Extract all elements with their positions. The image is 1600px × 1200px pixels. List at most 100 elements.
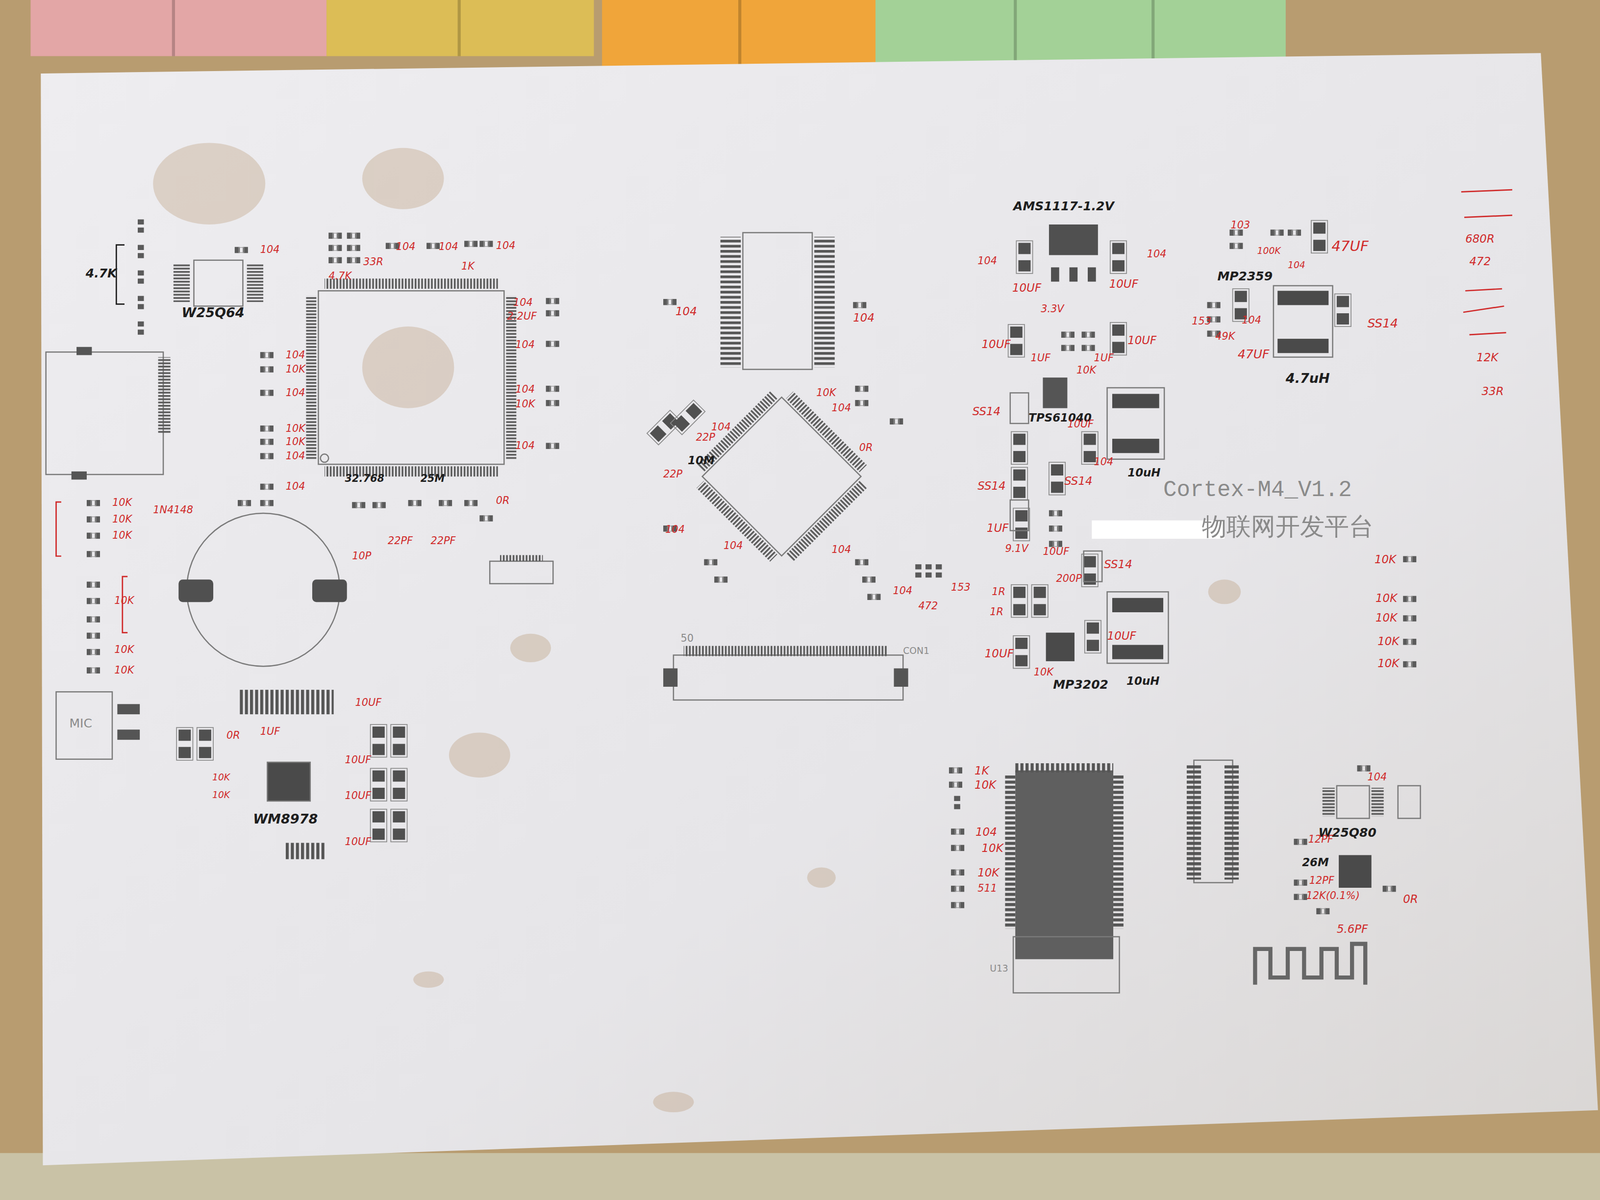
value-note: 49K <box>1215 331 1235 343</box>
board-graphic <box>176 724 407 842</box>
footprint-shape <box>305 296 317 460</box>
value-note: 0R <box>496 496 510 507</box>
pad-pair <box>950 828 965 835</box>
value-note: 10K <box>114 596 134 607</box>
board-graphic <box>1469 332 1507 335</box>
pad-pair <box>347 257 361 264</box>
pad-pair <box>86 550 100 557</box>
pad-pair <box>546 340 560 347</box>
pad-pair <box>1013 508 1030 542</box>
pad-pair <box>935 564 942 578</box>
value-note: 100K <box>1257 247 1281 257</box>
footprint-shape <box>1277 290 1329 305</box>
board-graphic <box>172 0 175 56</box>
value-note: 104 <box>515 339 535 350</box>
pad-pair <box>1049 462 1066 496</box>
value-note: 0R <box>1402 894 1419 906</box>
pad-pair <box>260 438 274 445</box>
value-note: 10K <box>114 665 134 676</box>
footprint-shape <box>55 691 112 759</box>
footprint-shape <box>178 579 214 602</box>
value-note: 10K <box>285 364 306 375</box>
board-graphic <box>652 1091 694 1113</box>
value-note: 153 <box>950 582 971 594</box>
pad-pair <box>137 245 144 259</box>
footprint-shape <box>814 236 835 368</box>
value-note: 10UF <box>1042 547 1070 558</box>
silkscreen-text: U13 <box>989 964 1009 974</box>
value-note: 472 <box>918 600 938 612</box>
board-graphic <box>510 633 551 663</box>
value-note: 103 <box>1230 220 1250 231</box>
footprint-shape <box>285 842 325 859</box>
pad-pair <box>950 901 965 908</box>
value-note: 10K <box>1375 592 1398 604</box>
value-note: 104 <box>396 241 416 252</box>
footprint-shape <box>117 729 140 740</box>
pad-pair <box>390 809 407 843</box>
pad-pair <box>260 500 274 506</box>
board-graphic <box>362 148 445 210</box>
value-note: 200P <box>1055 573 1082 584</box>
value-note: 10K <box>974 779 997 791</box>
pad-pair <box>464 500 478 506</box>
footprint-shape <box>1338 854 1372 888</box>
footprint-shape <box>785 480 867 562</box>
pad-pair <box>86 516 100 523</box>
pad-pair <box>852 301 867 308</box>
pad-pair <box>1061 331 1075 338</box>
pad-pair <box>670 400 706 435</box>
value-note: 104 <box>1287 261 1306 271</box>
value-note: 1R <box>991 586 1006 598</box>
value-note: 104 <box>675 305 698 318</box>
value-note: 10UF <box>1067 419 1094 430</box>
value-note: 104 <box>513 298 533 309</box>
pad-pair <box>1294 838 1308 845</box>
value-note: 10UF <box>984 648 1014 660</box>
footprint-shape <box>267 762 310 801</box>
value-note: 153 <box>1191 316 1212 327</box>
pad-pair <box>390 768 407 801</box>
footprint-shape <box>1371 787 1384 817</box>
pad-pair <box>1031 584 1049 618</box>
footprint-shape <box>1224 765 1239 880</box>
pad-pair <box>86 598 100 604</box>
value-note: 104 <box>285 350 306 361</box>
pad-pair <box>1110 322 1127 356</box>
value-note: 104 <box>285 387 306 399</box>
board-graphic <box>1465 288 1502 291</box>
value-note: 10UF <box>345 754 372 766</box>
pad-pair <box>438 500 452 506</box>
value-note: 4.7K <box>328 271 352 282</box>
value-note: 5.6PF <box>1336 923 1368 935</box>
value-note: 3.3V <box>1040 303 1064 315</box>
pad-pair <box>86 616 100 623</box>
pad-pair <box>1402 638 1417 645</box>
value-note: 104 <box>665 524 685 535</box>
pad-pair <box>949 767 963 774</box>
board-graphic <box>1208 579 1242 604</box>
value-note: 511 <box>977 883 998 895</box>
footprint-shape <box>894 668 909 687</box>
value-note: 10K <box>1374 553 1397 566</box>
pad-pair <box>260 452 274 459</box>
outline-circle <box>320 453 329 463</box>
pad-pair <box>176 727 193 761</box>
value-note: SS14 <box>972 405 1001 418</box>
value-note: 33R <box>1481 385 1504 398</box>
footprint-shape <box>1113 775 1124 929</box>
pad-pair <box>86 581 100 588</box>
pad-pair <box>546 400 560 406</box>
value-note: 22PF <box>430 535 456 547</box>
value-note: 1UF <box>1094 352 1114 364</box>
pad-pair <box>86 532 100 539</box>
value-note: SS14 <box>1367 317 1399 330</box>
pad-pair <box>1049 540 1063 547</box>
part-name: 10M <box>687 454 715 467</box>
board-graphic <box>1463 305 1504 312</box>
footprint-shape <box>1112 394 1160 409</box>
pad-pair <box>197 727 214 761</box>
footprint-shape <box>673 654 903 700</box>
value-note: 104 <box>1367 772 1387 783</box>
pad-pair <box>1402 661 1417 668</box>
